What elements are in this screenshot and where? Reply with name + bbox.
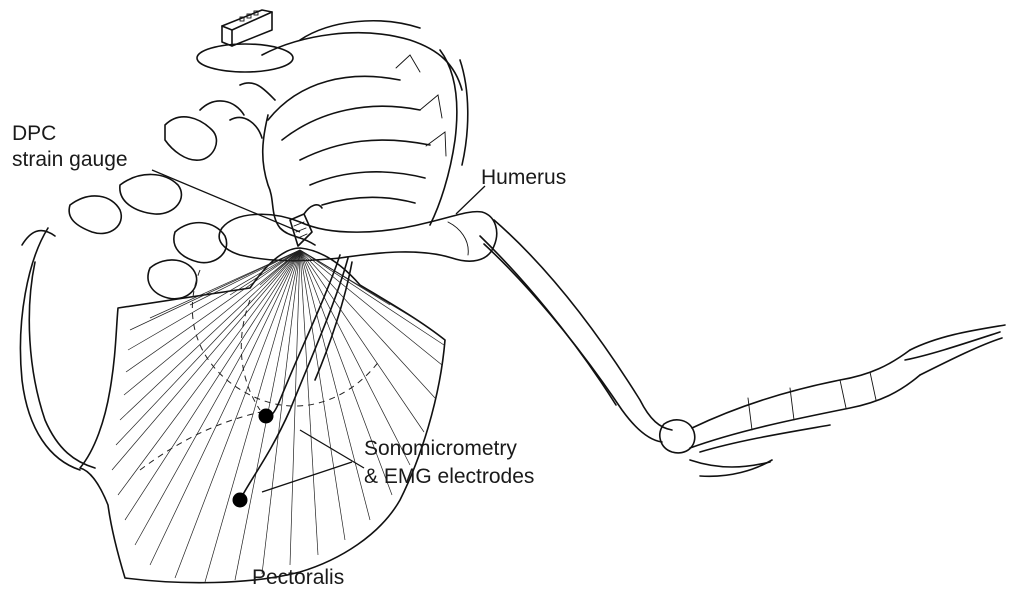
label-pectoralis: Pectoralis (252, 566, 344, 589)
leader-sonomicrometry-upper (300, 430, 364, 468)
connector-block (197, 10, 293, 72)
label-strain-gauge: strain gauge (12, 148, 128, 171)
leader-sonomicrometry-lower (262, 462, 352, 492)
rib-cage (230, 21, 468, 245)
humerus-bone (219, 212, 497, 262)
wing-tip-bones (690, 325, 1005, 476)
label-humerus: Humerus (481, 166, 566, 189)
electrode-upper (259, 409, 274, 424)
label-emg-electrodes: & EMG electrodes (364, 465, 534, 488)
muscle-fascicles (112, 250, 444, 582)
label-sonomicrometry: Sonomicrometry (364, 437, 517, 460)
leader-humerus (456, 186, 485, 214)
leader-dpc-strain-gauge (152, 170, 300, 232)
electrode-lower (233, 493, 248, 508)
forearm-bones (480, 220, 695, 453)
label-dpc: DPC (12, 122, 56, 145)
